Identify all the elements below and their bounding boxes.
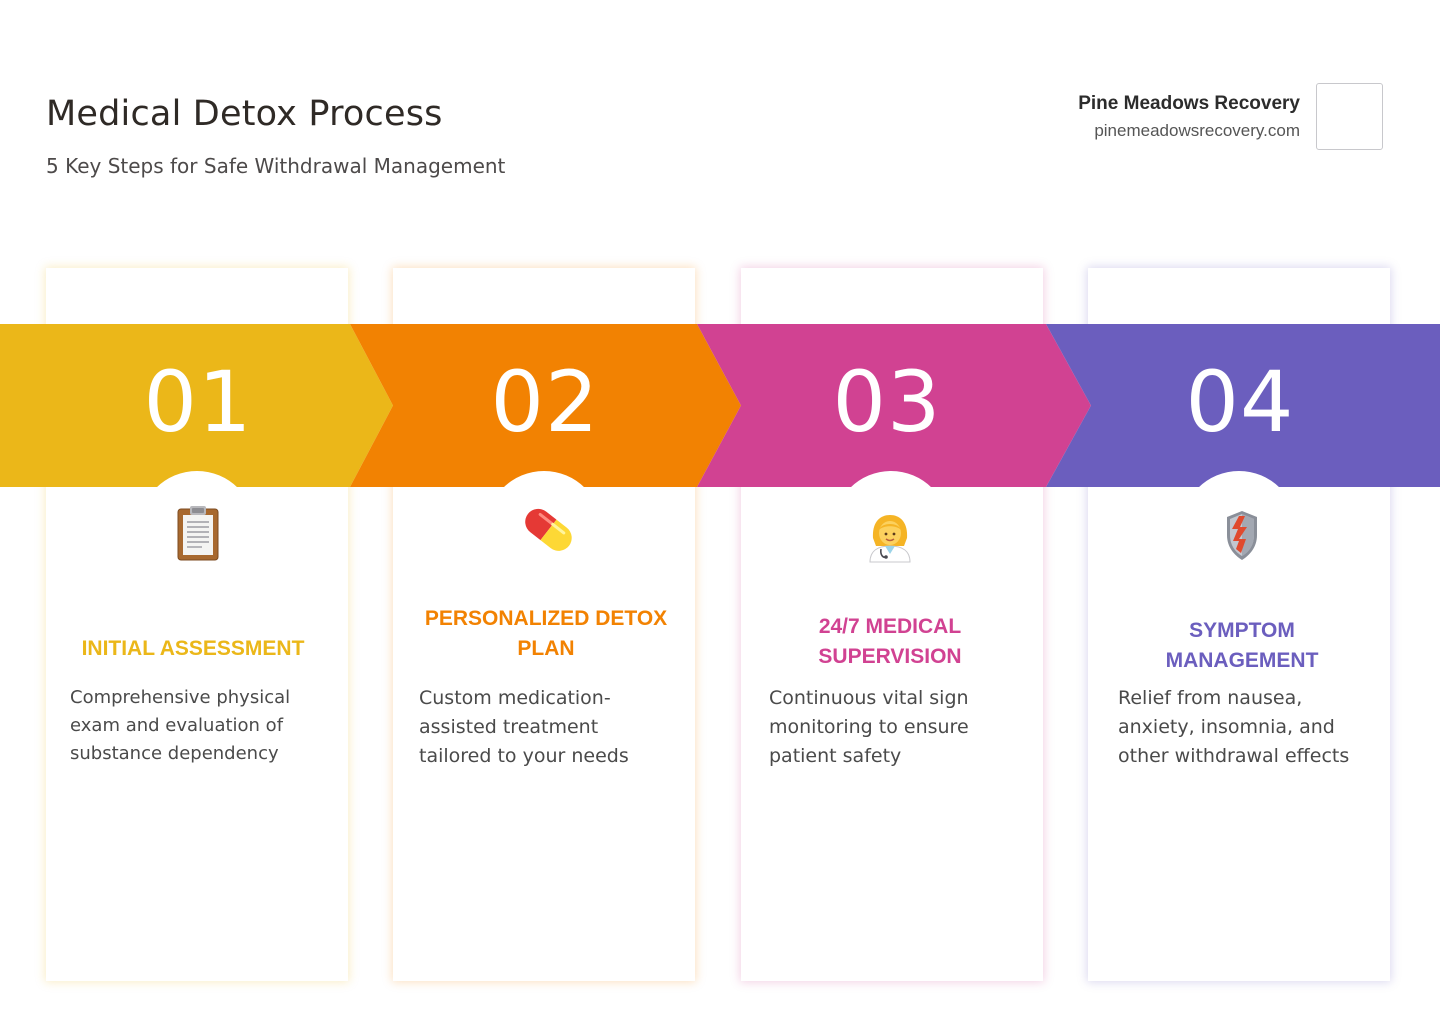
step-number-1: 01	[143, 353, 253, 451]
brand-url[interactable]: pinemeadowsrecovery.com	[1094, 121, 1300, 140]
brand-block: Pine Meadows Recovery pinemeadowsrecover…	[1078, 92, 1300, 143]
chevron-step-4	[1046, 324, 1440, 487]
step-number-4: 04	[1185, 353, 1295, 451]
brand-name: Pine Meadows Recovery	[1078, 93, 1300, 114]
clipboard-icon	[177, 506, 219, 561]
step-title-1: INITIAL ASSESSMENT	[81, 637, 305, 660]
step-description-4: Relief from nausea, anxiety, insomnia, a…	[1118, 687, 1350, 767]
step-number-3: 03	[832, 353, 942, 451]
step-title-2: PERSONALIZED DETOX PLAN	[424, 607, 668, 660]
brand-logo-placeholder	[1316, 83, 1383, 150]
step-chevron-band	[0, 324, 1440, 487]
pill-icon	[525, 508, 572, 551]
page-subtitle: 5 Key Steps for Safe Withdrawal Manageme…	[46, 154, 506, 178]
chevron-step-3	[697, 324, 1091, 487]
step-title-3: 24/7 MEDICAL SUPERVISION	[818, 615, 962, 668]
step-title-4: SYMPTOM MANAGEMENT	[1165, 619, 1319, 672]
step-description-1: Comprehensive physical exam and evaluati…	[70, 687, 291, 764]
chevron-step-2	[350, 324, 741, 487]
step-number-2: 02	[490, 353, 600, 451]
step-description-2: Custom medication-assisted treatment tai…	[419, 687, 629, 767]
shield-icon	[1227, 511, 1257, 560]
step-description-3: Continuous vital sign monitoring to ensu…	[769, 687, 969, 767]
health-worker-icon	[869, 515, 911, 563]
page-title: Medical Detox Process	[46, 94, 443, 134]
chevron-step-1	[0, 324, 393, 487]
